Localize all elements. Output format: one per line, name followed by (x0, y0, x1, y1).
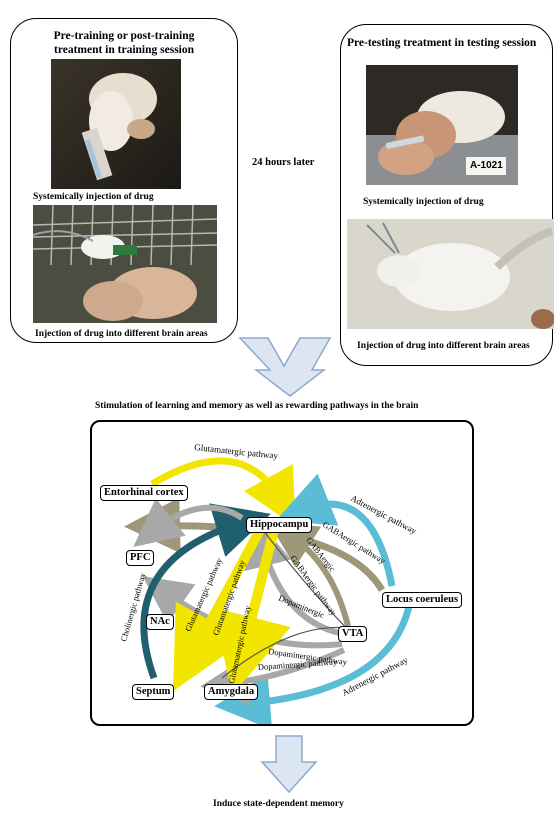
node-pfc: PFC (126, 550, 155, 566)
node-hippocampus: Hippocampu (246, 517, 313, 533)
rat-injection-photo: A-1021 (366, 65, 518, 185)
node-amygdala: Amygdala (204, 684, 259, 700)
amygdala-vta-line (221, 626, 349, 679)
training-panel-title-line1: Pre-training or post-training (53, 30, 195, 42)
glutamatergic-entorhinal-arc (150, 457, 296, 527)
final-outcome-label: Induce state-dependent memory (213, 799, 344, 809)
down-arrow (260, 735, 318, 794)
cannula-injection-photo (33, 205, 217, 323)
label-glutamatergic-top: Glutamatergic pathway (194, 442, 279, 461)
testing-caption-brain: Injection of drug into different brain a… (357, 341, 530, 351)
converging-arrow (238, 337, 332, 397)
testing-caption-systemic: Systemically injection of drug (363, 197, 484, 207)
stimulation-label: Stimulation of learning and memory as we… (95, 401, 419, 411)
training-caption-systemic: Systemically injection of drug (33, 192, 154, 202)
node-nac: NAc (146, 614, 174, 630)
glutamatergic-down-2 (213, 528, 291, 695)
training-session-panel: Pre-training or post-training treatment … (10, 18, 238, 343)
node-locus-coeruleus: Locus coeruleus (382, 592, 463, 608)
adrenergic-top-arc (275, 473, 396, 587)
rat-cannula-photo (347, 219, 554, 329)
training-panel-title-line2: treatment in training session (53, 44, 195, 56)
gabaergic-arc-2 (267, 521, 351, 627)
mouse-injection-photo (51, 59, 181, 189)
cage-label: A-1021 (470, 160, 503, 171)
pathway-diagram: Glutamatergic pathway Adrenergic pathway… (90, 420, 474, 726)
hippocampus-vta-line (256, 521, 351, 633)
interval-label: 24 hours later (252, 157, 315, 168)
training-caption-brain: Injection of drug into different brain a… (35, 329, 208, 339)
testing-panel-title: Pre-testing treatment in testing session (347, 37, 537, 49)
testing-session-panel: Pre-testing treatment in testing session… (340, 24, 554, 366)
node-septum: Septum (132, 684, 175, 700)
node-entorhinal-cortex: Entorhinal cortex (100, 485, 188, 501)
cholinergic-arc (140, 503, 271, 680)
glutamatergic-down-1 (173, 527, 265, 692)
adrenergic-bottom-arc (214, 601, 414, 724)
cholinergic-pfc-arc (133, 498, 244, 547)
node-vta: VTA (338, 626, 368, 642)
